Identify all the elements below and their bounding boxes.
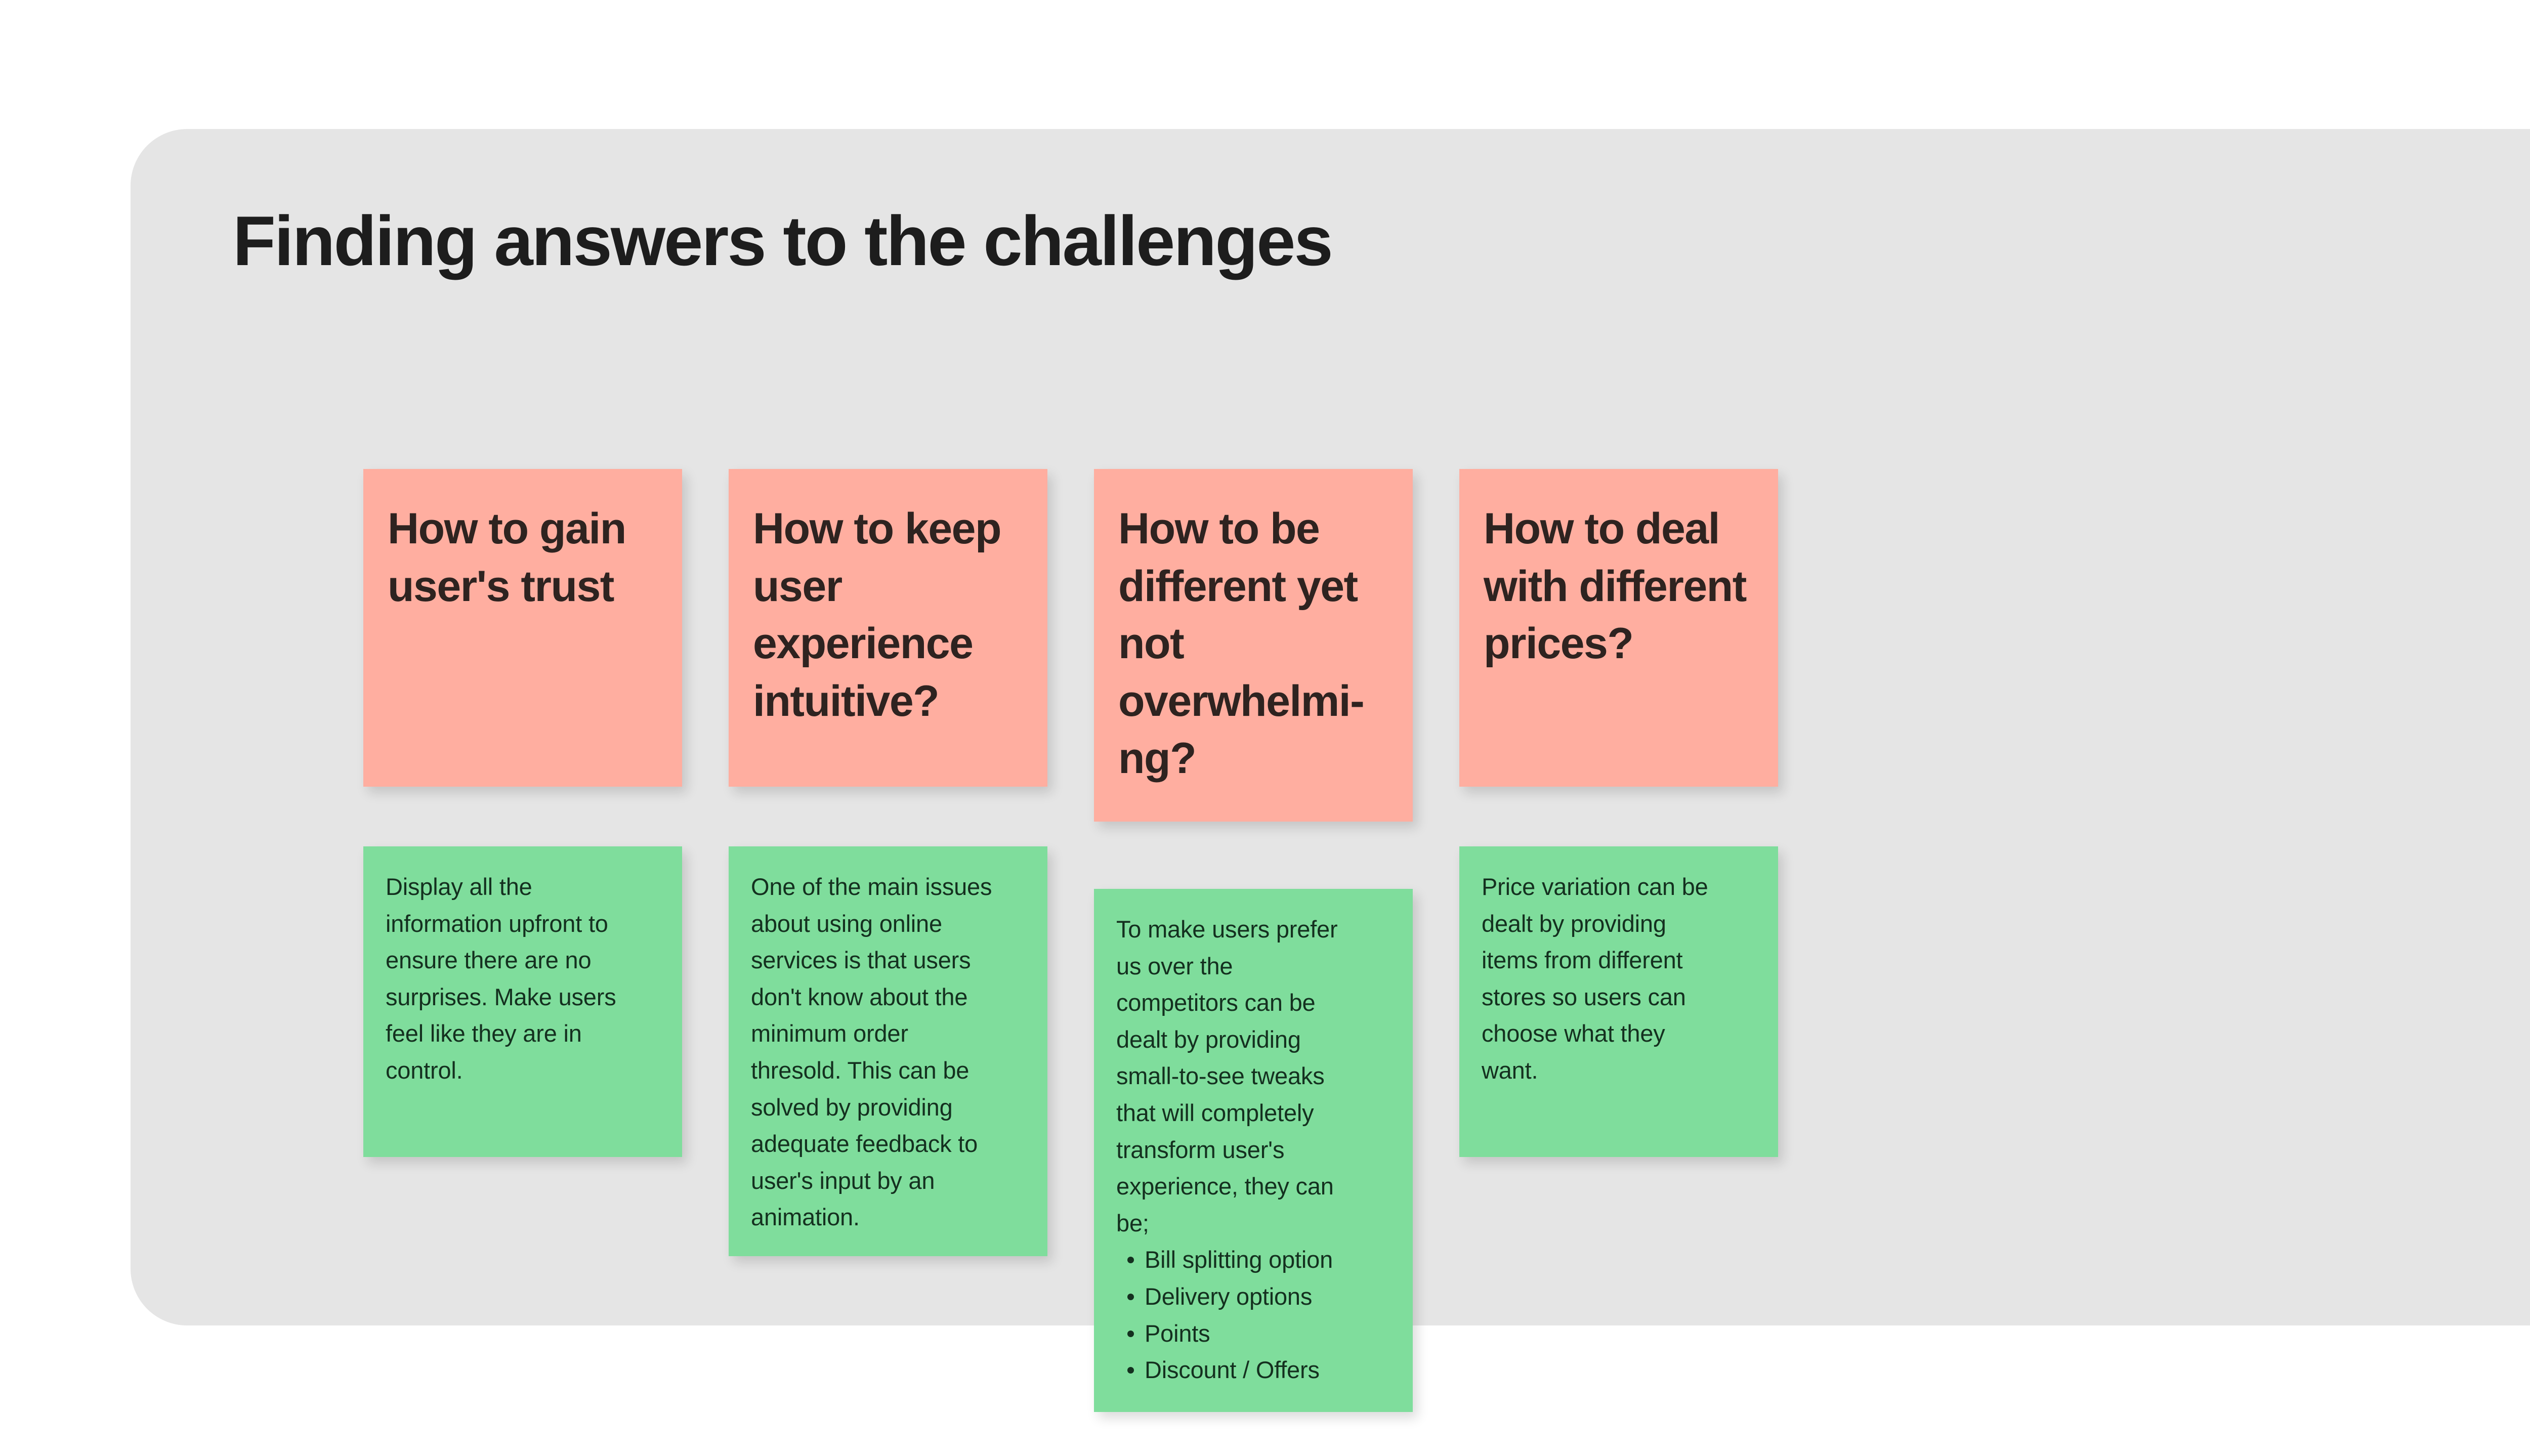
challenge-note-text: How to gain user's trust <box>388 504 626 611</box>
answer-bullet-item: Delivery options <box>1116 1278 1395 1315</box>
answer-bullet-item: Points <box>1116 1315 1395 1352</box>
answer-bullet-item: Discount / Offers <box>1116 1352 1395 1389</box>
challenge-note-text: How to deal with different prices? <box>1484 504 1747 668</box>
answer-note[interactable]: To make users prefer us over the competi… <box>1094 889 1413 1412</box>
board-panel: Finding answers to the challenges How to… <box>131 129 2530 1412</box>
answer-note-text: Display all the information upfront to e… <box>386 873 616 1084</box>
answer-note-text: One of the main issues about using onlin… <box>751 873 992 1231</box>
answer-note[interactable]: Display all the information upfront to e… <box>363 846 682 1157</box>
page-title: Finding answers to the challenges <box>233 202 1333 280</box>
answer-note[interactable]: One of the main issues about using onlin… <box>729 846 1047 1256</box>
challenge-note[interactable]: How to gain user's trust <box>363 469 682 787</box>
answer-note[interactable]: Price variation can be dealt by providin… <box>1459 846 1778 1157</box>
answer-note-text: To make users prefer us over the competi… <box>1116 916 1338 1236</box>
challenge-note[interactable]: How to be different yet not overwhelmi- … <box>1094 469 1413 822</box>
answer-note-text: Price variation can be dealt by providin… <box>1482 873 1708 1084</box>
challenge-note-text: How to be different yet not overwhelmi- … <box>1118 504 1365 783</box>
challenge-note-text: How to keep user experience intuitive? <box>753 504 1002 725</box>
challenge-note[interactable]: How to keep user experience intuitive? <box>729 469 1047 787</box>
answer-bullet-item: Bill splitting option <box>1116 1241 1395 1278</box>
challenge-note[interactable]: How to deal with different prices? <box>1459 469 1778 787</box>
